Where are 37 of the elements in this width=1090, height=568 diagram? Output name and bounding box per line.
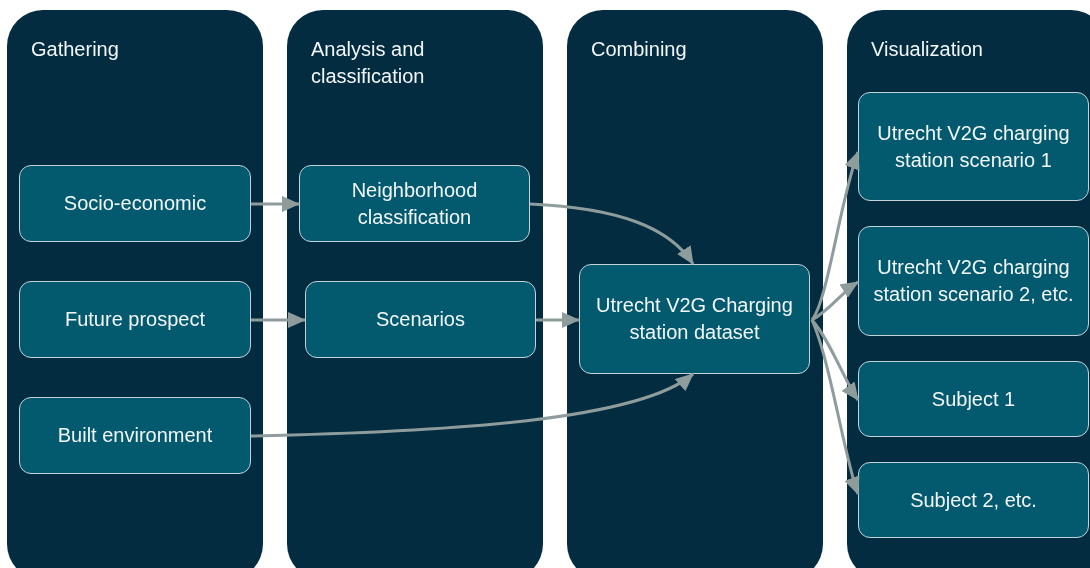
box-label: Subject 2, etc. [910,487,1037,513]
arrow [810,319,861,495]
process-box [299,165,530,242]
arrow [810,151,861,321]
arrow [250,372,694,438]
process-box [19,165,251,242]
box-label: Utrecht V2G charging station scenario 1 [876,120,1071,173]
arrow [536,312,580,328]
box-label: Neighborhood classification [350,177,479,230]
box-label: Scenarios [376,307,465,332]
column-heading: Combining [591,37,688,62]
arrow [251,312,306,328]
arrow [810,319,860,401]
process-box [305,281,536,358]
process-box [579,264,810,374]
column-heading: Analysis and classification [311,37,426,89]
process-box [858,361,1089,437]
arrow [251,196,300,212]
arrow [529,202,695,265]
column-panel [287,10,543,568]
box-label: Utrecht V2G charging station scenario 2, etc. [872,255,1075,307]
process-box [858,226,1089,336]
column-panel [7,10,263,568]
process-box [19,281,251,358]
process-box [858,92,1089,201]
box-label: Utrecht V2G Charging station dataset [595,293,794,345]
column-heading: Gathering [31,37,120,62]
column-heading: Visualization [871,37,984,62]
box-label: Future prospect [64,307,206,332]
box-label: Built environment [57,423,213,448]
process-box [19,397,251,474]
process-box [858,462,1089,538]
column-panel [847,10,1090,568]
box-label: Subject 1 [931,386,1016,412]
arrow [811,280,859,322]
box-label: Socio-economic [63,191,207,216]
column-panel [567,10,823,568]
